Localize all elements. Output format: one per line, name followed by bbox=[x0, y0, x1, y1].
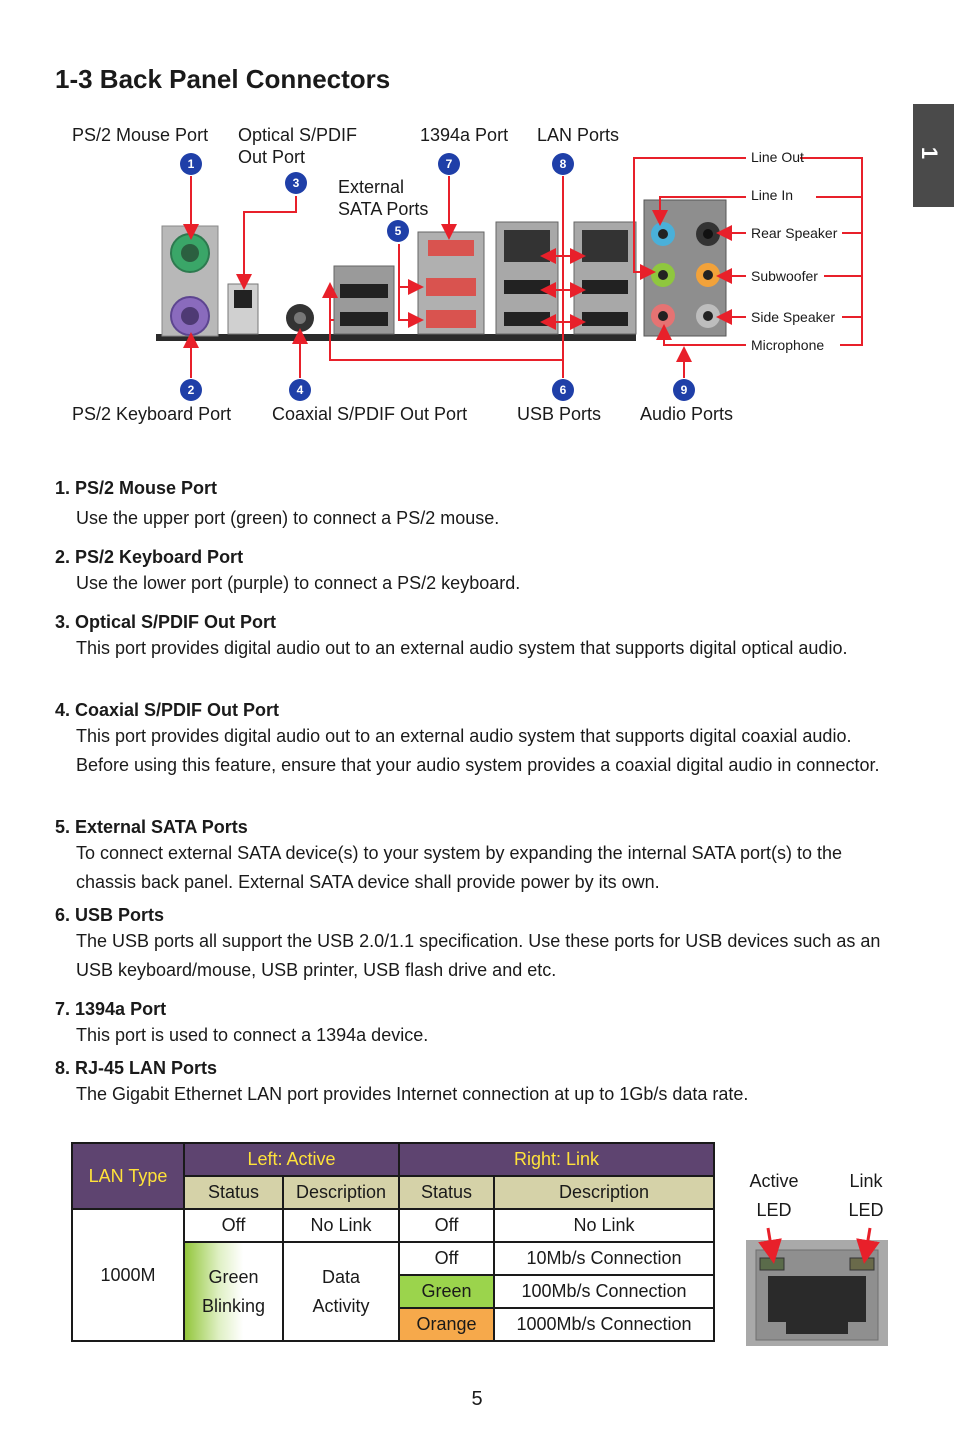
section-text: The Gigabit Ethernet LAN port provides I… bbox=[76, 1084, 749, 1104]
section-heading: 4. Coaxial S/PDIF Out Port bbox=[55, 700, 280, 720]
cell-right-status: Green bbox=[398, 1274, 495, 1309]
section-heading: 8. RJ-45 LAN Ports bbox=[55, 1058, 218, 1078]
section-optical-spdif: 3. Optical S/PDIF Out Port This port pro… bbox=[55, 610, 905, 663]
label-coaxial-spdif: Coaxial S/PDIF Out Port bbox=[272, 404, 468, 424]
badge-1: 1 bbox=[180, 153, 202, 175]
label-1394a: 1394a Port bbox=[420, 125, 509, 145]
section-heading: 2. PS/2 Keyboard Port bbox=[55, 547, 244, 567]
label-optical-spdif: Optical S/PDIF Out Port bbox=[238, 125, 358, 167]
section-text: This port provides digital audio out to … bbox=[76, 638, 848, 658]
header-right-link: Right: Link bbox=[398, 1142, 715, 1177]
cell-speed: 1000M bbox=[71, 1208, 185, 1342]
audio-label-microphone: Microphone bbox=[751, 337, 825, 353]
section-lan-ports: 8. RJ-45 LAN Ports The Gigabit Ethernet … bbox=[55, 1056, 905, 1109]
cell-left-status: Off bbox=[183, 1208, 284, 1243]
section-heading: 3. Optical S/PDIF Out Port bbox=[55, 612, 277, 632]
section-coaxial-spdif: 4. Coaxial S/PDIF Out Port This port pro… bbox=[55, 698, 905, 780]
label-audio: Audio Ports bbox=[640, 404, 734, 424]
audio-label-line-out: Line Out bbox=[751, 149, 804, 165]
section-ps2-keyboard: 2. PS/2 Keyboard Port Use the lower port… bbox=[55, 545, 905, 598]
badge-6: 6 bbox=[552, 379, 574, 401]
section-text: Use the lower port (purple) to connect a… bbox=[76, 573, 521, 593]
label-lan: LAN Ports bbox=[537, 125, 620, 145]
cell-right-status: Off bbox=[398, 1241, 495, 1276]
section-external-sata: 5. External SATA Ports To connect extern… bbox=[55, 815, 905, 897]
section-text: To connect external SATA device(s) to yo… bbox=[76, 843, 843, 892]
section-text: This port is used to connect a 1394a dev… bbox=[76, 1025, 429, 1045]
header-status: Status bbox=[398, 1175, 495, 1210]
badge-4: 4 bbox=[289, 379, 311, 401]
section-ps2-mouse: 1. PS/2 Mouse Port Use the upper port (g… bbox=[55, 476, 905, 533]
rj45-led-illustration bbox=[746, 1227, 888, 1346]
page-title: 1-3 Back Panel Connectors bbox=[55, 64, 391, 94]
back-panel-diagram: PS/2 Mouse Port Optical S/PDIF Out Port … bbox=[0, 0, 954, 440]
section-text: Use the upper port (green) to connect a … bbox=[76, 508, 500, 528]
cell-right-status: Orange bbox=[398, 1307, 495, 1342]
audio-label-line-in: Line In bbox=[751, 187, 794, 203]
badge-9: 9 bbox=[673, 379, 695, 401]
badge-7: 7 bbox=[438, 153, 460, 175]
label-ps2-mouse: PS/2 Mouse Port bbox=[72, 125, 209, 145]
header-description: Description bbox=[282, 1175, 400, 1210]
label-ps2-keyboard: PS/2 Keyboard Port bbox=[72, 404, 232, 424]
section-usb-ports: 6. USB Ports The USB ports all support t… bbox=[55, 903, 905, 985]
cell-left-description: Data Activity bbox=[282, 1241, 400, 1342]
badge-5: 5 bbox=[387, 220, 409, 242]
lan-led-table: LAN Type Left: Active Right: Link Status… bbox=[71, 1142, 715, 1342]
cell-left-description: No Link bbox=[282, 1208, 400, 1243]
header-status: Status bbox=[183, 1175, 284, 1210]
cell-right-description: 100Mb/s Connection bbox=[493, 1274, 715, 1309]
page-number: 5 bbox=[471, 1388, 483, 1410]
section-heading: 7. 1394a Port bbox=[55, 999, 167, 1019]
audio-label-subwoofer: Subwoofer bbox=[751, 268, 818, 284]
badge-2: 2 bbox=[180, 379, 202, 401]
label-usb: USB Ports bbox=[517, 404, 602, 424]
cell-right-status: Off bbox=[398, 1208, 495, 1243]
label-external-sata: External SATA Ports bbox=[338, 177, 429, 219]
badge-8: 8 bbox=[552, 153, 574, 175]
header-left-active: Left: Active bbox=[183, 1142, 400, 1177]
audio-label-rear-speaker: Rear Speaker bbox=[751, 225, 838, 241]
chapter-tab: 1 bbox=[913, 104, 954, 207]
cell-right-description: 1000Mb/s Connection bbox=[493, 1307, 715, 1342]
section-text: This port provides digital audio out to … bbox=[76, 726, 880, 775]
cell-left-status: Green Blinking bbox=[183, 1241, 284, 1342]
section-heading: 1. PS/2 Mouse Port bbox=[55, 478, 218, 498]
header-lan-type: LAN Type bbox=[71, 1142, 185, 1210]
label-link-led: Link LED bbox=[848, 1171, 884, 1220]
label-active-led: Active LED bbox=[749, 1171, 799, 1220]
badge-3: 3 bbox=[285, 172, 307, 194]
section-1394a: 7. 1394a Port This port is used to conne… bbox=[55, 997, 905, 1050]
section-heading: 5. External SATA Ports bbox=[55, 817, 248, 837]
section-text: The USB ports all support the USB 2.0/1.… bbox=[76, 931, 881, 980]
cell-right-description: 10Mb/s Connection bbox=[493, 1241, 715, 1276]
audio-label-side-speaker: Side Speaker bbox=[751, 309, 836, 325]
back-panel-illustration bbox=[156, 157, 863, 378]
cell-right-description: No Link bbox=[493, 1208, 715, 1243]
header-description: Description bbox=[493, 1175, 715, 1210]
section-heading: 6. USB Ports bbox=[55, 905, 165, 925]
